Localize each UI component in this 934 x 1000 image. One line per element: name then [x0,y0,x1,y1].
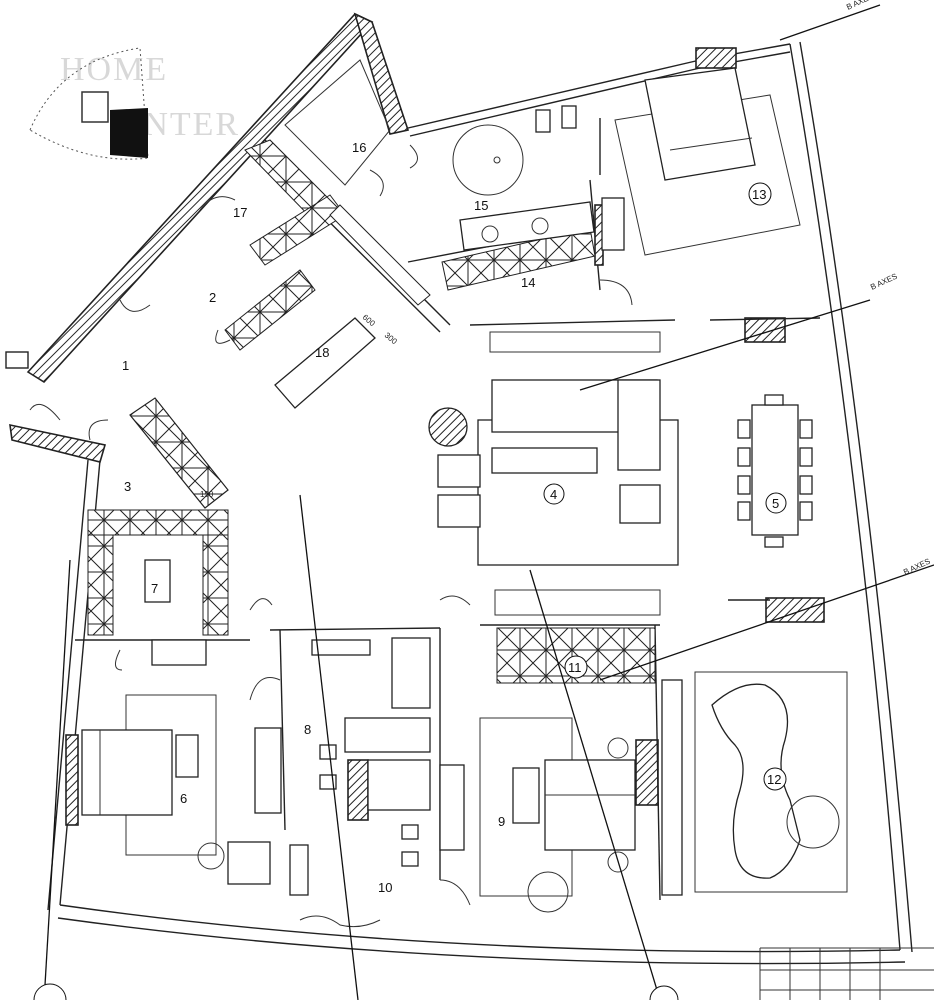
room-label-10: 10 [378,880,392,895]
room-marker-5 [765,492,787,514]
axis-tag-middle: B AXES [869,272,899,292]
doors [29,144,633,928]
axis-tag-lower-text: B AXES [902,557,932,577]
exterior-walls [5,12,913,965]
watermark-logo: HOME INTER [60,51,240,143]
room-marker-11 [564,655,588,679]
room-label-5: 5 [772,496,779,511]
furniture [81,59,848,913]
room-label-8: 8 [304,722,311,737]
room-label-2: 2 [209,290,216,305]
room-label-15: 15 [474,198,488,213]
storage-cabinets [87,139,656,684]
room-label-6: 6 [180,791,187,806]
room-label-16: 16 [352,140,366,155]
room-label-1: 1 [122,358,129,373]
room-marker-4 [543,483,565,505]
room-label-3: 3 [124,479,131,494]
axis-tag-lower: B AXES [902,557,932,577]
room-label-9: 9 [498,814,505,829]
room-label-7: 7 [151,581,158,596]
axis-tag-middle-text: B AXES [869,272,899,292]
room-label-18: 18 [315,345,329,360]
dimension-150: 150 [200,490,214,499]
axis-tag-top-text: B AXES [845,0,875,12]
room-label-4: 4 [550,487,557,502]
key-plan [29,47,149,160]
room-label-11: 11 [568,660,582,675]
room-label-17: 17 [233,205,247,220]
watermark-text-2: INTER [130,106,240,143]
room-label-12: 12 [767,772,781,787]
room-marker-12 [763,767,787,791]
room-label-14: 14 [521,275,535,290]
room-marker-13 [748,182,772,206]
room-label-13: 13 [752,187,766,202]
title-block [759,947,934,1000]
section-lines [33,4,934,1000]
room-labels: 1 2 3 4 5 6 7 8 9 10 11 12 13 14 15 16 1… [122,140,787,895]
axis-tag-top: B AXES [845,0,875,12]
watermark-text-1: HOME [60,51,168,88]
dimension-300: 300 [383,331,399,347]
